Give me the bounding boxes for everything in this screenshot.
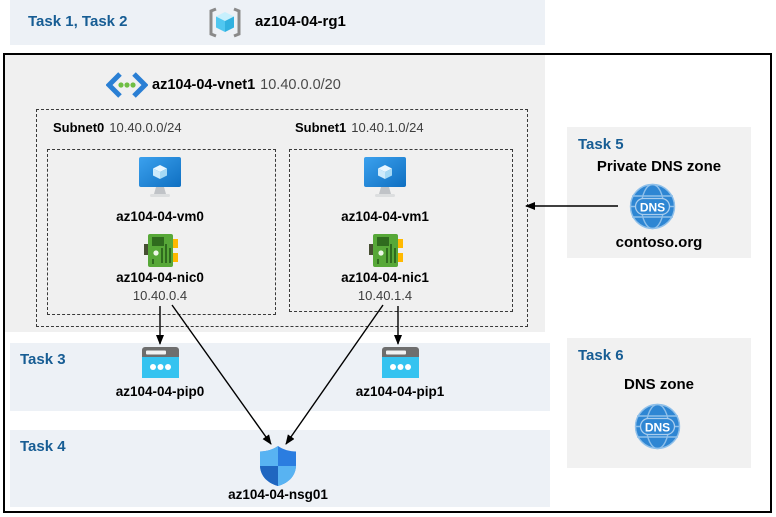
pip1-label: az104-04-pip1 — [355, 384, 445, 399]
resource-group-name: az104-04-rg1 — [255, 13, 346, 30]
virtual-network-icon-svg — [106, 72, 148, 98]
task3-band — [10, 343, 550, 411]
subnets-container — [36, 109, 528, 327]
subnet1-name: Subnet1 — [295, 120, 347, 135]
resource-group-icon — [207, 6, 243, 39]
task3-heading: Task 3 — [20, 351, 66, 368]
subnet1-box — [289, 149, 513, 312]
private-dns-zone-name: contoso.org — [615, 234, 703, 251]
vm0-label: az104-04-vm0 — [116, 209, 204, 224]
task5-heading: Task 5 — [578, 136, 624, 153]
private-dns-zone-title: Private DNS zone — [596, 158, 722, 175]
dns-globe-icon-svg: DNS — [629, 183, 676, 230]
virtual-machine-icon-svg — [364, 157, 406, 197]
nsg-shield-icon-svg — [260, 446, 296, 486]
dns-zone-icon-text: DNS — [645, 421, 670, 435]
public-ip-icon-svg — [142, 347, 179, 378]
network-interface-icon-svg — [369, 234, 403, 267]
private-dns-icon-text: DNS — [640, 201, 665, 215]
vnet-cidr: 10.40.0.0/20 — [260, 77, 341, 93]
dns-zone-icon: DNS — [634, 403, 681, 450]
task4-heading: Task 4 — [20, 438, 66, 455]
virtual-machine-icon-svg — [139, 157, 181, 197]
nsg-label: az104-04-nsg01 — [228, 487, 328, 502]
private-dns-icon: DNS — [629, 183, 676, 230]
dns-globe-icon-svg: DNS — [634, 403, 681, 450]
pip0-icon — [142, 347, 179, 378]
nic1-ip: 10.40.1.4 — [357, 288, 413, 303]
resource-group-icon-svg — [209, 7, 241, 38]
subnet0-name: Subnet0 — [53, 120, 105, 135]
nic1-label: az104-04-nic1 — [341, 270, 429, 285]
subnet1-title: Subnet1 10.40.1.0/24 — [295, 120, 424, 135]
vnet-container — [4, 54, 545, 332]
virtual-network-icon — [106, 72, 148, 98]
dns-zone-title: DNS zone — [623, 376, 694, 393]
subnet1-cidr: 10.40.1.0/24 — [351, 120, 424, 135]
nic0-icon — [142, 232, 179, 269]
vm0-icon — [137, 157, 183, 198]
nsg-shield-icon — [260, 446, 296, 486]
pip1-icon — [382, 347, 419, 378]
vnet-name: az104-04-vnet1 — [152, 77, 256, 93]
task-1-2-heading: Task 1, Task 2 — [28, 13, 128, 30]
nic1-icon — [367, 232, 404, 269]
task6-heading: Task 6 — [578, 347, 624, 364]
network-interface-icon-svg — [144, 234, 178, 267]
nic0-label: az104-04-nic0 — [116, 270, 204, 285]
nic0-ip: 10.40.0.4 — [132, 288, 188, 303]
subnet0-box — [47, 149, 276, 315]
vm1-icon — [362, 157, 408, 198]
public-ip-icon-svg — [382, 347, 419, 378]
vm1-label: az104-04-vm1 — [341, 209, 429, 224]
resource-group-banner: Task 1, Task 2 az104-04-rg1 — [10, 0, 545, 45]
pip0-label: az104-04-pip0 — [115, 384, 205, 399]
subnet0-title: Subnet0 10.40.0.0/24 — [53, 120, 182, 135]
subnet0-cidr: 10.40.0.0/24 — [109, 120, 182, 135]
